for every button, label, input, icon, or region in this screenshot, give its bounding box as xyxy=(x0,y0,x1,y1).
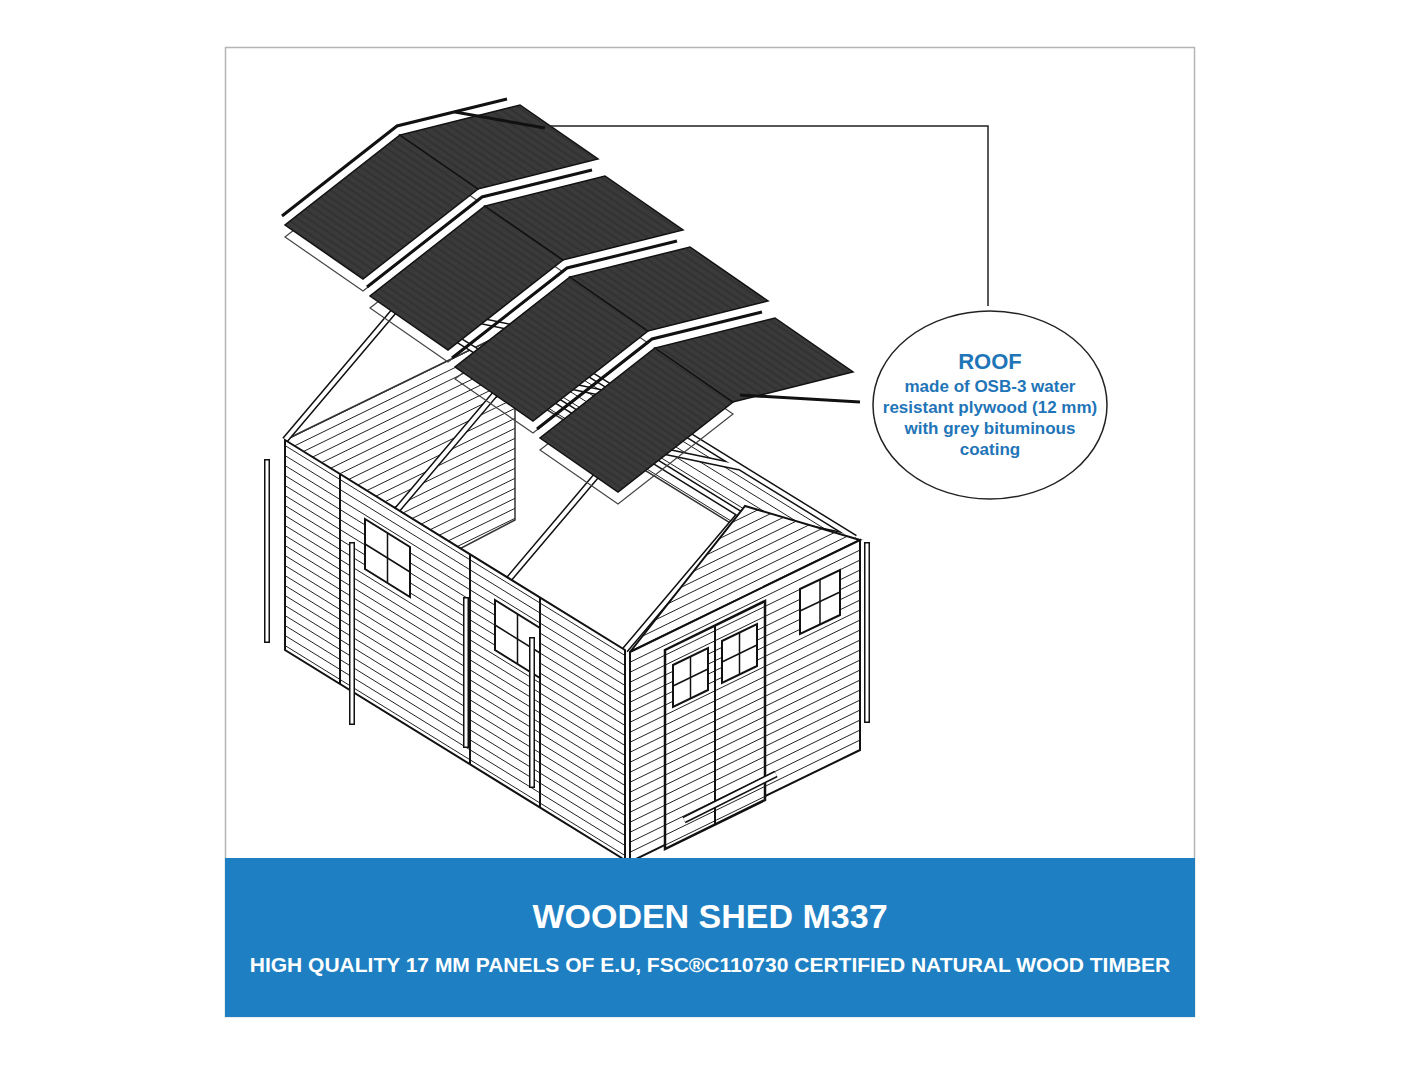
roof-panels xyxy=(285,105,853,492)
callout-circle: ROOFmade of OSB-3 water resistant plywoo… xyxy=(872,310,1108,500)
leader-line xyxy=(550,126,988,306)
frame-border xyxy=(226,48,1195,1017)
band-subtitle: HIGH QUALITY 17 MM PANELS OF E.U, FSC®C1… xyxy=(250,951,1171,978)
callout-ellipse xyxy=(873,311,1107,499)
long-wall xyxy=(285,440,625,860)
callout-text: made of OSB-3 water resistant plywood (1… xyxy=(877,376,1103,461)
title-band: WOODEN SHED M337HIGH QUALITY 17 MM PANEL… xyxy=(225,858,1195,1017)
gable-wall xyxy=(630,506,860,862)
roof-trims xyxy=(282,99,860,429)
callout-content: ROOFmade of OSB-3 water resistant plywoo… xyxy=(872,310,1108,500)
callout-heading: ROOF xyxy=(958,349,1022,375)
band-title: WOODEN SHED M337 xyxy=(532,896,887,937)
